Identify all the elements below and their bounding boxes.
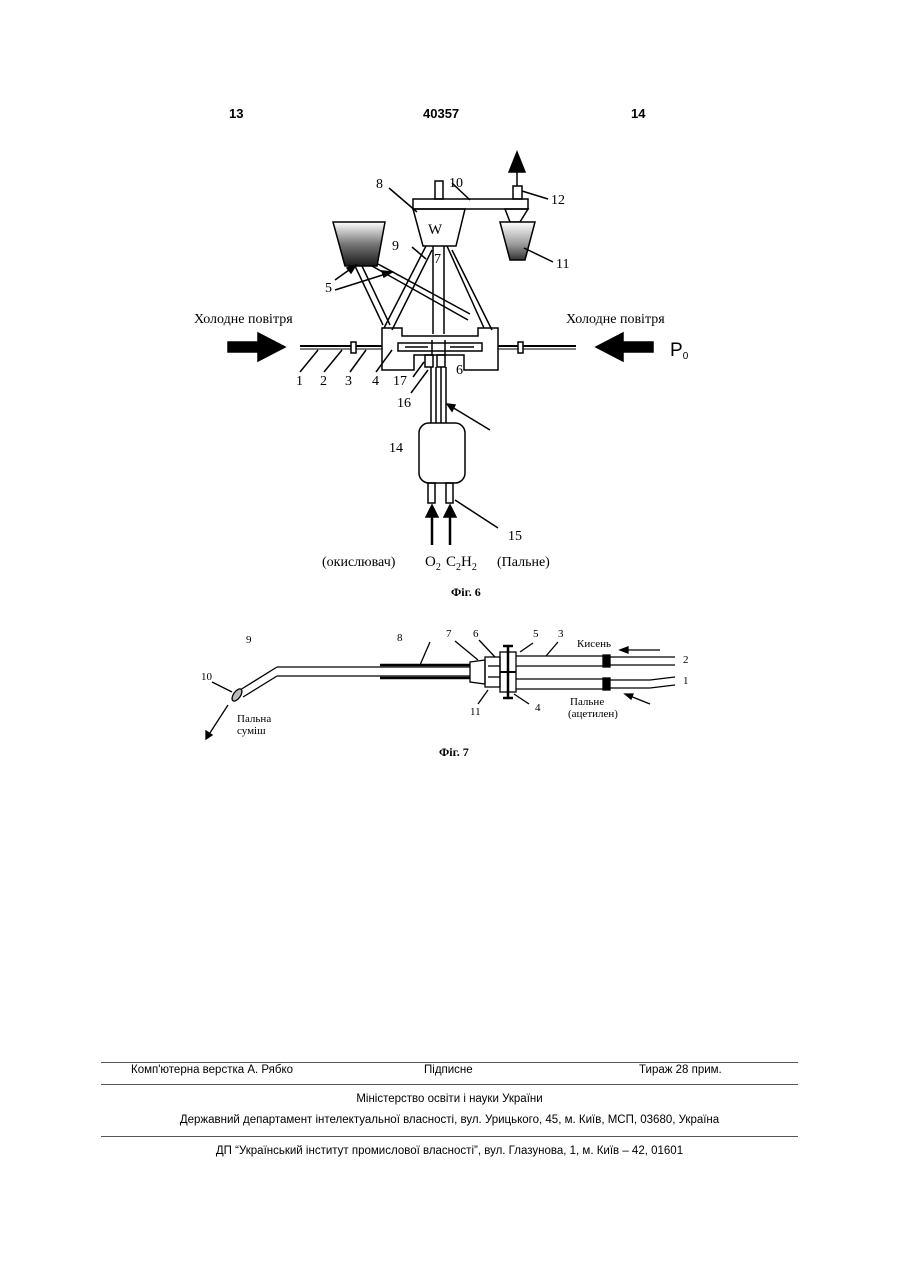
fig6-num-7: 7: [434, 252, 441, 267]
cold-air-right-label: Холодне повітря: [566, 312, 665, 327]
fig7-num-1: 1: [683, 675, 689, 687]
hopper-11: [500, 222, 535, 260]
fig6-num-3: 3: [345, 374, 352, 389]
layout-credit: Комп'ютерна верстка А. Рябко: [131, 1064, 293, 1076]
fig7-caption: Фіг. 7: [439, 745, 469, 760]
fig6-num-12: 12: [551, 193, 565, 208]
footer-rule-middle: [101, 1084, 798, 1085]
fig6-num-14: 14: [389, 441, 403, 456]
fig6-num-10: 10: [449, 176, 463, 191]
fig6-num-16: 16: [397, 396, 411, 411]
mixture-line2: суміш: [237, 725, 266, 737]
cold-air-left-label: Холодне повітря: [194, 312, 293, 327]
fig6-caption: Фіг. 6: [451, 585, 481, 600]
footer-rule-top: [101, 1062, 798, 1063]
fig7-num-2: 2: [683, 654, 689, 666]
o2-label: O2: [425, 554, 441, 573]
fuel-acetylene-line1: Пальне: [570, 696, 604, 708]
exhaust-arrow: [509, 152, 525, 186]
circulation: Тираж 28 прим.: [639, 1064, 722, 1076]
signed-label: Підписне: [424, 1064, 473, 1076]
tank-14: [419, 423, 465, 483]
fuel-acetylene-line2: (ацетилен): [568, 708, 618, 720]
fig7-num-6: 6: [473, 628, 479, 640]
fig7-num-7: 7: [446, 628, 452, 640]
footer-rule-bottom: [101, 1136, 798, 1137]
fig6-num-11: 11: [556, 257, 569, 272]
fig6-num-17: 17: [393, 374, 407, 389]
fig7-num-3: 3: [558, 628, 564, 640]
oxidizer-label: (окислювач): [322, 555, 396, 570]
cold-air-arrow-left: [228, 333, 285, 361]
outlet-12: [513, 186, 522, 199]
fig6-num-5: 5: [325, 281, 332, 296]
fig6-num-6: 6: [456, 363, 463, 378]
figure-7-diagram: 9 10 8 7 6 5 3 Кисень 2 1 Пальне (ацетил…: [0, 620, 900, 760]
top-stem: [435, 181, 443, 199]
fig6-num-2: 2: [320, 374, 327, 389]
w-label: W: [428, 222, 443, 238]
fig7-num-4: 4: [535, 702, 541, 714]
fig6-num-1: 1: [296, 374, 303, 389]
c2h2-label: C2H2: [446, 554, 477, 573]
fig7-num-5: 5: [533, 628, 539, 640]
cold-air-arrow-right: [596, 333, 653, 361]
cyclone-body: [505, 209, 528, 222]
fuel-label: (Пальне): [497, 555, 550, 570]
hopper-5: [333, 222, 385, 266]
p0-label: P0: [670, 340, 689, 362]
fig6-num-9: 9: [392, 239, 399, 254]
fig6-num-15: 15: [508, 529, 522, 544]
fig6-num-4: 4: [372, 374, 379, 389]
fig7-num-8: 8: [397, 632, 403, 644]
fig7-num-11: 11: [470, 706, 481, 718]
fig7-num-9: 9: [246, 634, 252, 646]
mixture-line1: Пальна: [237, 713, 271, 725]
institute-address: ДП “Український інститут промислової вла…: [101, 1145, 798, 1157]
department-address: Державний департамент інтелектуальної вл…: [101, 1114, 798, 1126]
fig6-num-8: 8: [376, 177, 383, 192]
oxygen-label: Кисень: [577, 638, 611, 650]
figure-6-diagram: W 8 10 12 9 7 11 5 Холодне повітря Холод…: [0, 0, 900, 620]
ministry: Міністерство освіти і науки України: [101, 1093, 798, 1105]
fig7-num-10: 10: [201, 671, 213, 683]
mixer-body: [382, 328, 498, 370]
top-bar-10: [413, 199, 528, 209]
